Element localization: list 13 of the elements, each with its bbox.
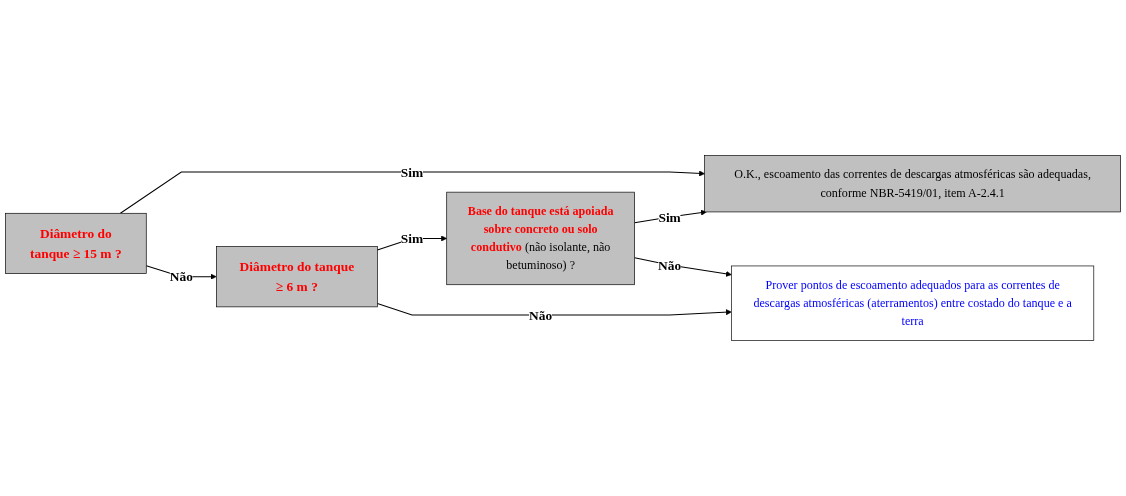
node-box: Diâmetro do tanque ≥ 15 m ? <box>5 212 147 274</box>
node-box: Prover pontos de escoamento adequados para as correntes de descargas atmosféricas (aterramentos) entre costado do tanque e a terra <box>731 265 1095 341</box>
edge-label: Sim <box>658 209 681 225</box>
edge-label: Não <box>658 257 682 273</box>
edge-label: Não <box>529 307 553 323</box>
node-box: Base do tanque está apoiada sobre concreto ou solo condutivo (não isolante, não betuminoso) ? <box>446 191 635 286</box>
edge-label: Sim <box>400 164 424 180</box>
node-box: O.K., escoamento das correntes de descargas atmosféricas são adequadas, conforme NBR-5419/01, item A-2.4.1 <box>704 155 1121 213</box>
edge-label: Não <box>169 269 193 285</box>
edge-label: Sim <box>400 231 424 246</box>
node-box: Diâmetro do tanque ≥ 6 m ? <box>216 246 378 308</box>
arrow <box>376 302 732 316</box>
arrow <box>119 170 705 214</box>
